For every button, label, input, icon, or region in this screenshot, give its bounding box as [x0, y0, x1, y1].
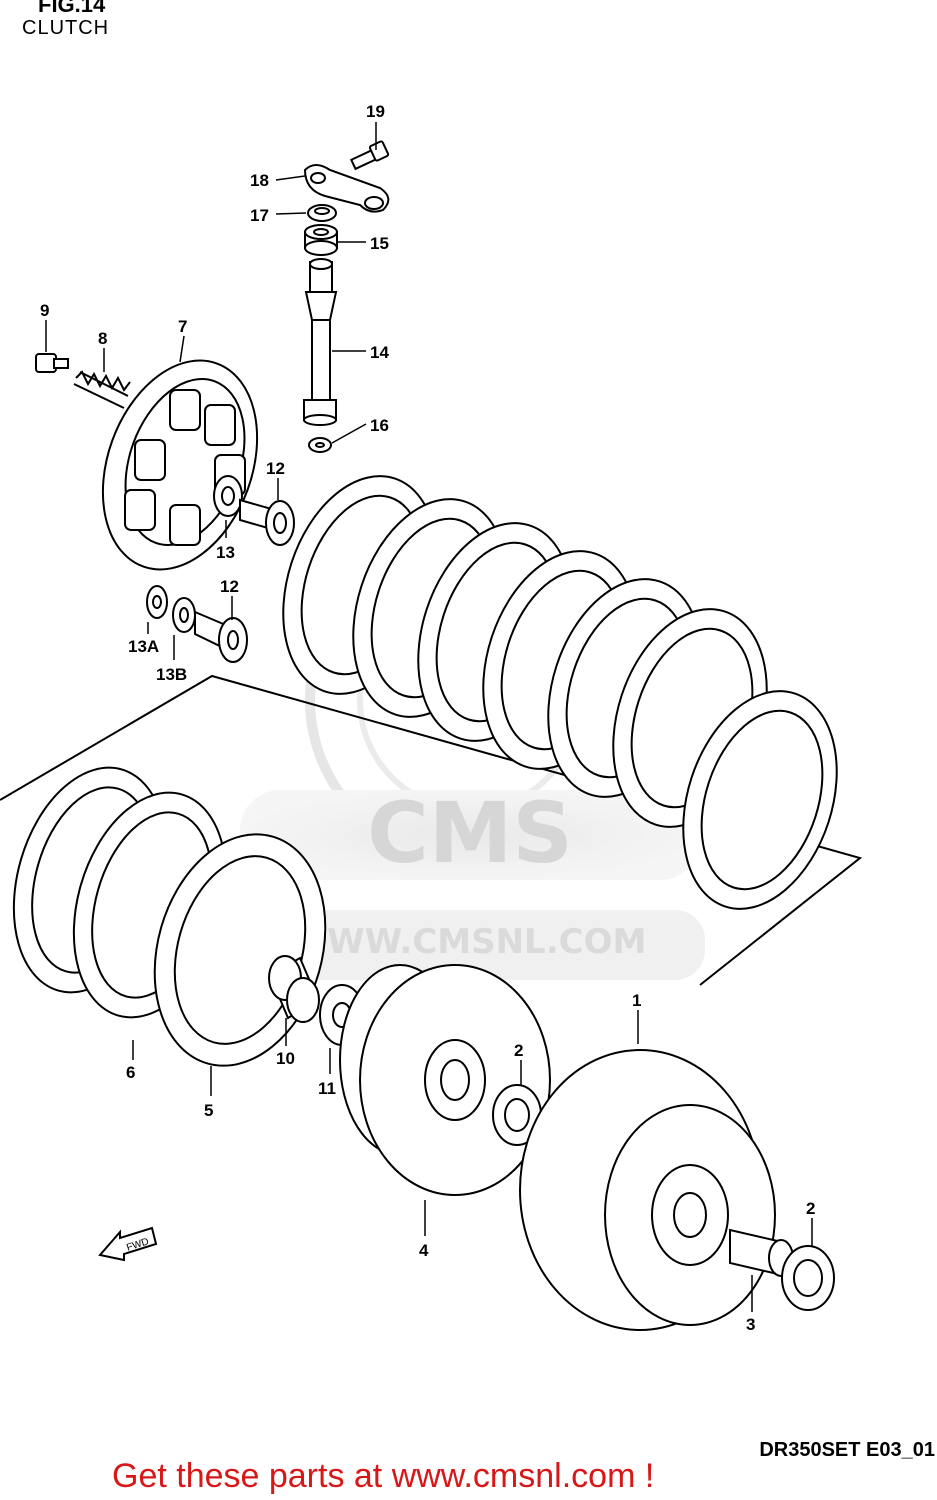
seal-17	[307, 204, 337, 222]
part-label-16: 16	[370, 416, 389, 435]
washer-13b	[172, 597, 196, 633]
plate-5	[153, 833, 327, 1067]
pusher-12-lower	[194, 610, 248, 663]
part-label-9: 9	[40, 301, 49, 320]
clutch-housing-1	[519, 1049, 776, 1331]
bolt-9	[35, 353, 69, 373]
part-label-19: 19	[366, 102, 385, 121]
release-shaft-14	[303, 258, 338, 426]
washer-16	[308, 437, 332, 453]
spring-8	[73, 370, 131, 409]
part-label-14: 14	[370, 343, 389, 362]
part-label-2-lower: 2	[806, 1199, 815, 1218]
part-label-15: 15	[370, 234, 389, 253]
part-label-4: 4	[419, 1241, 429, 1260]
part-label-2-upper: 2	[514, 1041, 523, 1060]
part-label-5: 5	[204, 1101, 213, 1120]
watermark-brand: CMS	[367, 784, 573, 882]
plate-stack-upper	[282, 475, 838, 910]
diagram-code: DR350SET E03_01	[759, 1439, 935, 1461]
bearing-13	[213, 475, 243, 517]
figure-title: FIG.14	[38, 0, 106, 17]
bearing-15	[304, 224, 338, 256]
clutch-sleeve-hub-4	[339, 964, 551, 1196]
part-label-8: 8	[98, 329, 107, 348]
part-label-13b: 13B	[156, 665, 187, 684]
part-label-18: 18	[250, 171, 269, 190]
part-label-6: 6	[126, 1063, 135, 1082]
washer-13a	[146, 585, 168, 619]
release-arm-18	[303, 164, 390, 213]
washer-2-lower	[781, 1245, 835, 1311]
leader-lines	[45, 122, 813, 1312]
part-label-11: 11	[318, 1079, 336, 1098]
part-label-3: 3	[746, 1315, 755, 1334]
fwd-arrow-icon: FWD	[98, 1226, 158, 1262]
part-label-13a: 13A	[128, 637, 159, 656]
part-label-13: 13	[216, 543, 235, 562]
figure-subtitle: CLUTCH	[22, 17, 110, 39]
pressure-plate-7	[101, 359, 259, 571]
collar-10	[268, 955, 320, 1023]
part-label-12-upper: 12	[266, 459, 285, 478]
parts-banner-link[interactable]: Get these parts at www.cmsnl.com !	[112, 1457, 655, 1495]
bolt-19	[349, 140, 390, 171]
pusher-12-upper	[239, 498, 295, 546]
part-labels: 19 18 17 15 14 16 9 8 7 12 13 12 13A 13B…	[40, 102, 815, 1334]
plates-6	[12, 766, 228, 1019]
part-label-10: 10	[276, 1049, 295, 1068]
watermark-url: WWW.CMSNL.COM	[290, 922, 647, 962]
watermark: CMS WWW.CMSNL.COM	[230, 535, 705, 980]
part-label-12-lower: 12	[220, 577, 239, 596]
part-label-1: 1	[632, 991, 641, 1010]
part-label-7: 7	[178, 317, 187, 336]
part-label-17: 17	[250, 206, 269, 225]
